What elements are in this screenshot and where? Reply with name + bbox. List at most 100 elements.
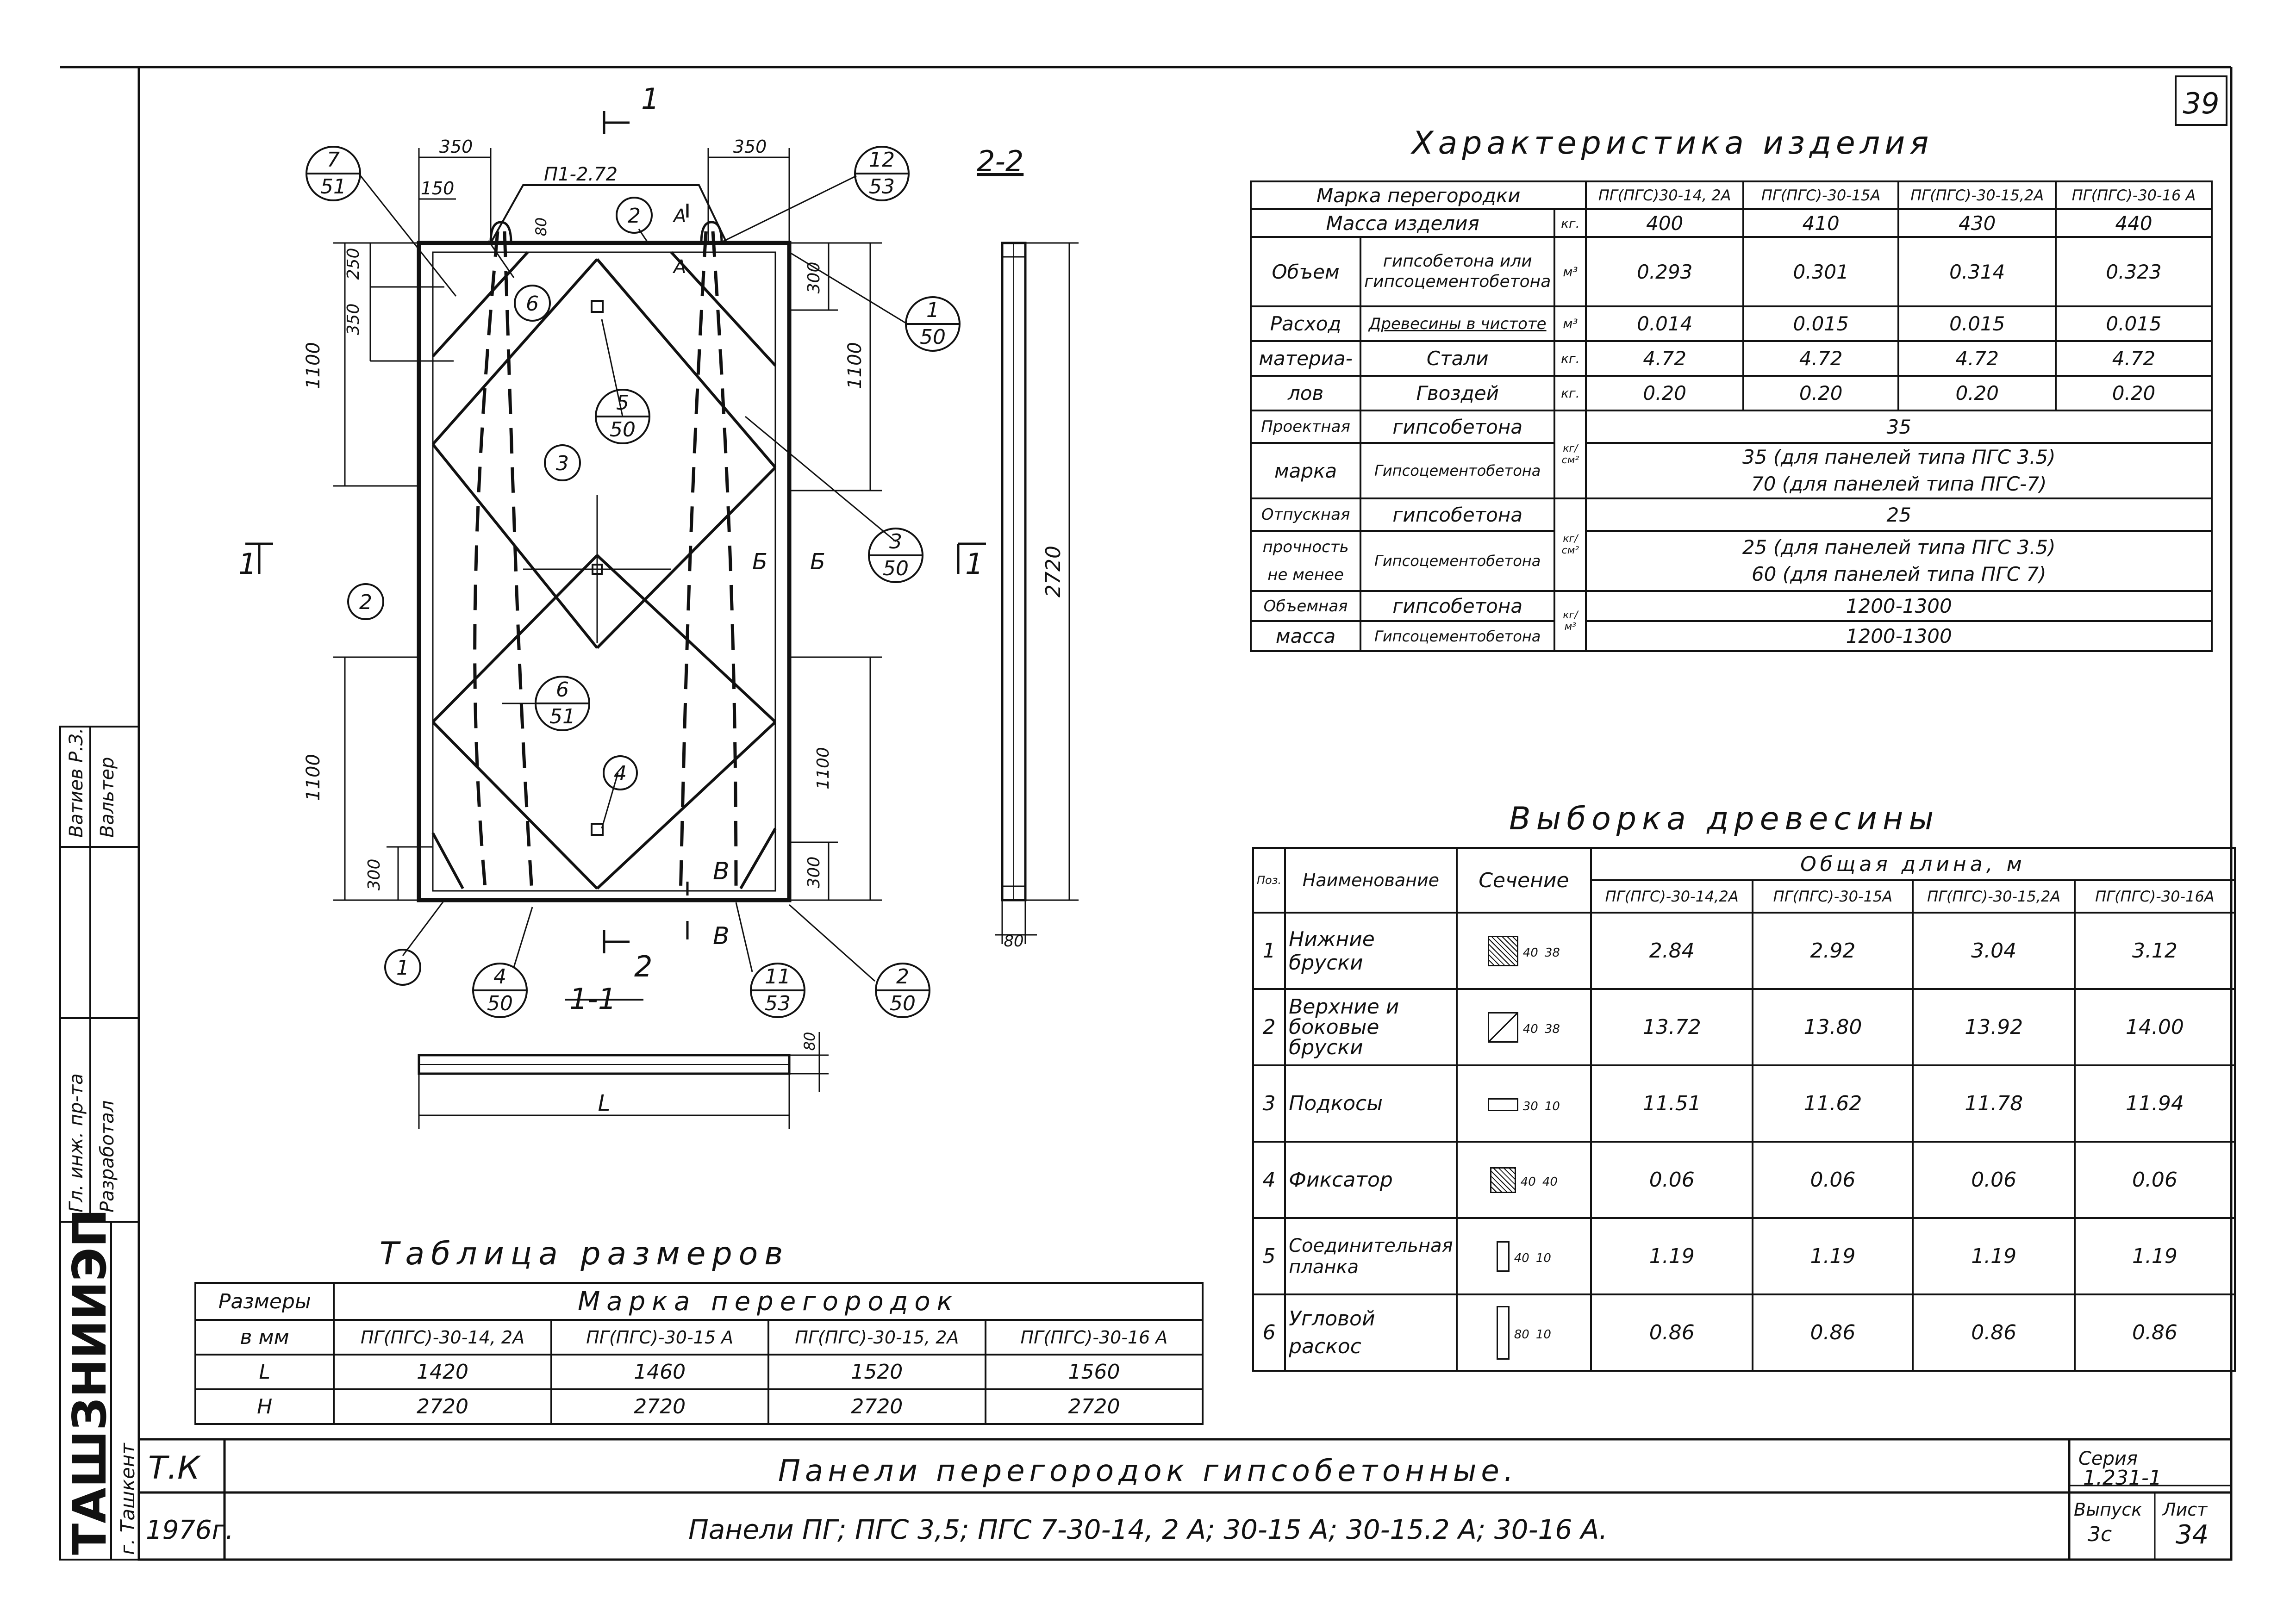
- svg-text:1100: 1100: [814, 747, 833, 790]
- section-dim: 80: [1514, 1327, 1529, 1342]
- section-sketch: 40 38: [1455, 912, 1592, 990]
- section-sketch: 40 40: [1455, 1141, 1592, 1219]
- cell: 4.72: [1897, 340, 2057, 377]
- cell: 0.86: [1752, 1293, 1914, 1372]
- cell: 14.00: [2073, 988, 2236, 1066]
- cell: 0.06: [1912, 1141, 2076, 1219]
- svg-text:2: 2: [634, 950, 652, 983]
- gypsum-cement-label: Гипсоцементобетона: [1360, 530, 1556, 592]
- svg-text:Серия: Серия: [2078, 1448, 2138, 1469]
- release-label-2: прочность: [1262, 538, 1349, 556]
- section-cuts: [245, 111, 986, 953]
- cell: 4.72: [1742, 340, 1900, 377]
- svg-text:50: 50: [487, 992, 513, 1015]
- svg-text:350: 350: [344, 304, 363, 336]
- svg-text:2: 2: [628, 204, 641, 228]
- cell: 2720: [984, 1388, 1204, 1425]
- cell: 11.51: [1590, 1064, 1754, 1143]
- section-dim: 40: [1514, 1251, 1529, 1265]
- svg-text:80: 80: [532, 218, 550, 236]
- cell: 11.94: [2073, 1064, 2236, 1143]
- cell: 0.015: [1742, 305, 1900, 342]
- cell: 13.80: [1752, 988, 1914, 1066]
- cell: 2.92: [1752, 912, 1914, 990]
- gypsum-label: гипсобетона: [1360, 497, 1556, 532]
- section-sketch: 80 10: [1455, 1293, 1592, 1372]
- unit: кг/м³: [1554, 590, 1587, 652]
- svg-text:Вальтер: Вальтер: [97, 757, 118, 838]
- cell: 3.04: [1912, 912, 2076, 990]
- design-label-1: Проектная: [1249, 410, 1362, 444]
- svg-text:Б: Б: [752, 549, 767, 575]
- cell: 0.20: [2055, 375, 2213, 411]
- svg-text:350: 350: [733, 137, 767, 157]
- col-section: Сечение: [1455, 847, 1592, 914]
- cell: 1.19: [1752, 1217, 1914, 1295]
- section-plank-icon: [1487, 1098, 1518, 1111]
- section-dim: 40: [1542, 1175, 1558, 1189]
- cell: 1200-1300: [1585, 590, 2213, 622]
- col-name: Наименование: [1284, 847, 1458, 914]
- section-dim: 38: [1544, 945, 1560, 960]
- wood-table: Поз. Наименование Сечение Общая длина, м…: [1252, 847, 2236, 1372]
- design-label-2: марка: [1249, 442, 1362, 499]
- svg-text:53: 53: [869, 175, 895, 199]
- svg-text:2: 2: [896, 965, 909, 989]
- release-label-cell: прочность не менее: [1249, 530, 1362, 592]
- svg-text:A: A: [672, 205, 686, 227]
- svg-text:1100: 1100: [844, 342, 866, 389]
- leader-lines: [358, 173, 908, 982]
- cell-line: 60 (для панелей типа ПГС 7): [1751, 563, 2046, 585]
- cell: 13.92: [1912, 988, 2076, 1066]
- cell: 0.06: [1752, 1141, 1914, 1219]
- release-label-3: не менее: [1267, 566, 1344, 584]
- gypsum-cement-label: Гипсоцементобетона: [1360, 620, 1556, 652]
- release-label-1: Отпускная: [1249, 497, 1362, 532]
- svg-text:1: 1: [396, 956, 409, 980]
- cell: 1.19: [1590, 1217, 1754, 1295]
- cell: 4.72: [2055, 340, 2213, 377]
- wood-table-title: Выборка древесины: [1509, 801, 1940, 837]
- characteristics-table: Марка перегородки ПГ(ПГС)30-14, 2А ПГ(ПГ…: [1249, 180, 2213, 652]
- cell: 2.84: [1590, 912, 1754, 990]
- section-plank-icon: [1496, 1306, 1510, 1360]
- svg-text:Выпуск: Выпуск: [2074, 1499, 2142, 1520]
- col-head: ПГ(ПГС)-30-15 А: [550, 1319, 769, 1356]
- cell: 0.015: [2055, 305, 2213, 342]
- svg-text:3: 3: [889, 530, 902, 553]
- section-dim: 30: [1522, 1100, 1538, 1113]
- unit: кг.: [1554, 375, 1587, 411]
- unit: кг/см²: [1554, 497, 1587, 592]
- svg-text:B: B: [713, 922, 730, 950]
- cell-line: 70 (для панелей типа ПГС-7): [1751, 473, 2047, 495]
- mass-label: Масса изделия: [1249, 208, 1556, 238]
- cell: 11.62: [1752, 1064, 1914, 1143]
- cell: 1420: [333, 1354, 552, 1390]
- svg-text:1: 1: [926, 298, 939, 322]
- name: Верхние и боковые бруски: [1284, 988, 1458, 1066]
- gypsum-label: гипсобетона: [1360, 590, 1556, 622]
- unit: м³: [1554, 305, 1587, 342]
- dimension-lines: [333, 148, 882, 901]
- section-1-1-label: 1-1: [569, 982, 616, 1016]
- section-labels: 1 2 1 1 2-2 1-1 П1-2.72 A A Б Б B B: [238, 82, 1023, 1016]
- name: Нижние бруски: [1284, 912, 1458, 990]
- svg-text:300: 300: [805, 262, 824, 294]
- cell: 0.014: [1585, 305, 1744, 342]
- svg-text:12: 12: [869, 148, 895, 172]
- density-label-1: Объемная: [1249, 590, 1362, 622]
- callout-texts: 7 51 12 53 1 50 5 50 3 50 6 51 4 50 11 5…: [320, 148, 946, 1015]
- svg-text:L: L: [598, 1090, 611, 1116]
- cell: 1520: [767, 1354, 986, 1390]
- cell: 410: [1742, 208, 1900, 238]
- section-dim: 10: [1535, 1327, 1551, 1342]
- svg-text:80: 80: [801, 1032, 818, 1051]
- cell: 0.20: [1742, 375, 1900, 411]
- pos: 4: [1252, 1141, 1286, 1219]
- col-head: ПГ(ПГС)-30-15,2А: [1912, 879, 2076, 914]
- section-sketch: 30 10: [1455, 1064, 1592, 1143]
- svg-text:1.231-1: 1.231-1: [2083, 1466, 2162, 1490]
- cell: 2720: [767, 1388, 986, 1425]
- svg-text:350: 350: [439, 137, 473, 157]
